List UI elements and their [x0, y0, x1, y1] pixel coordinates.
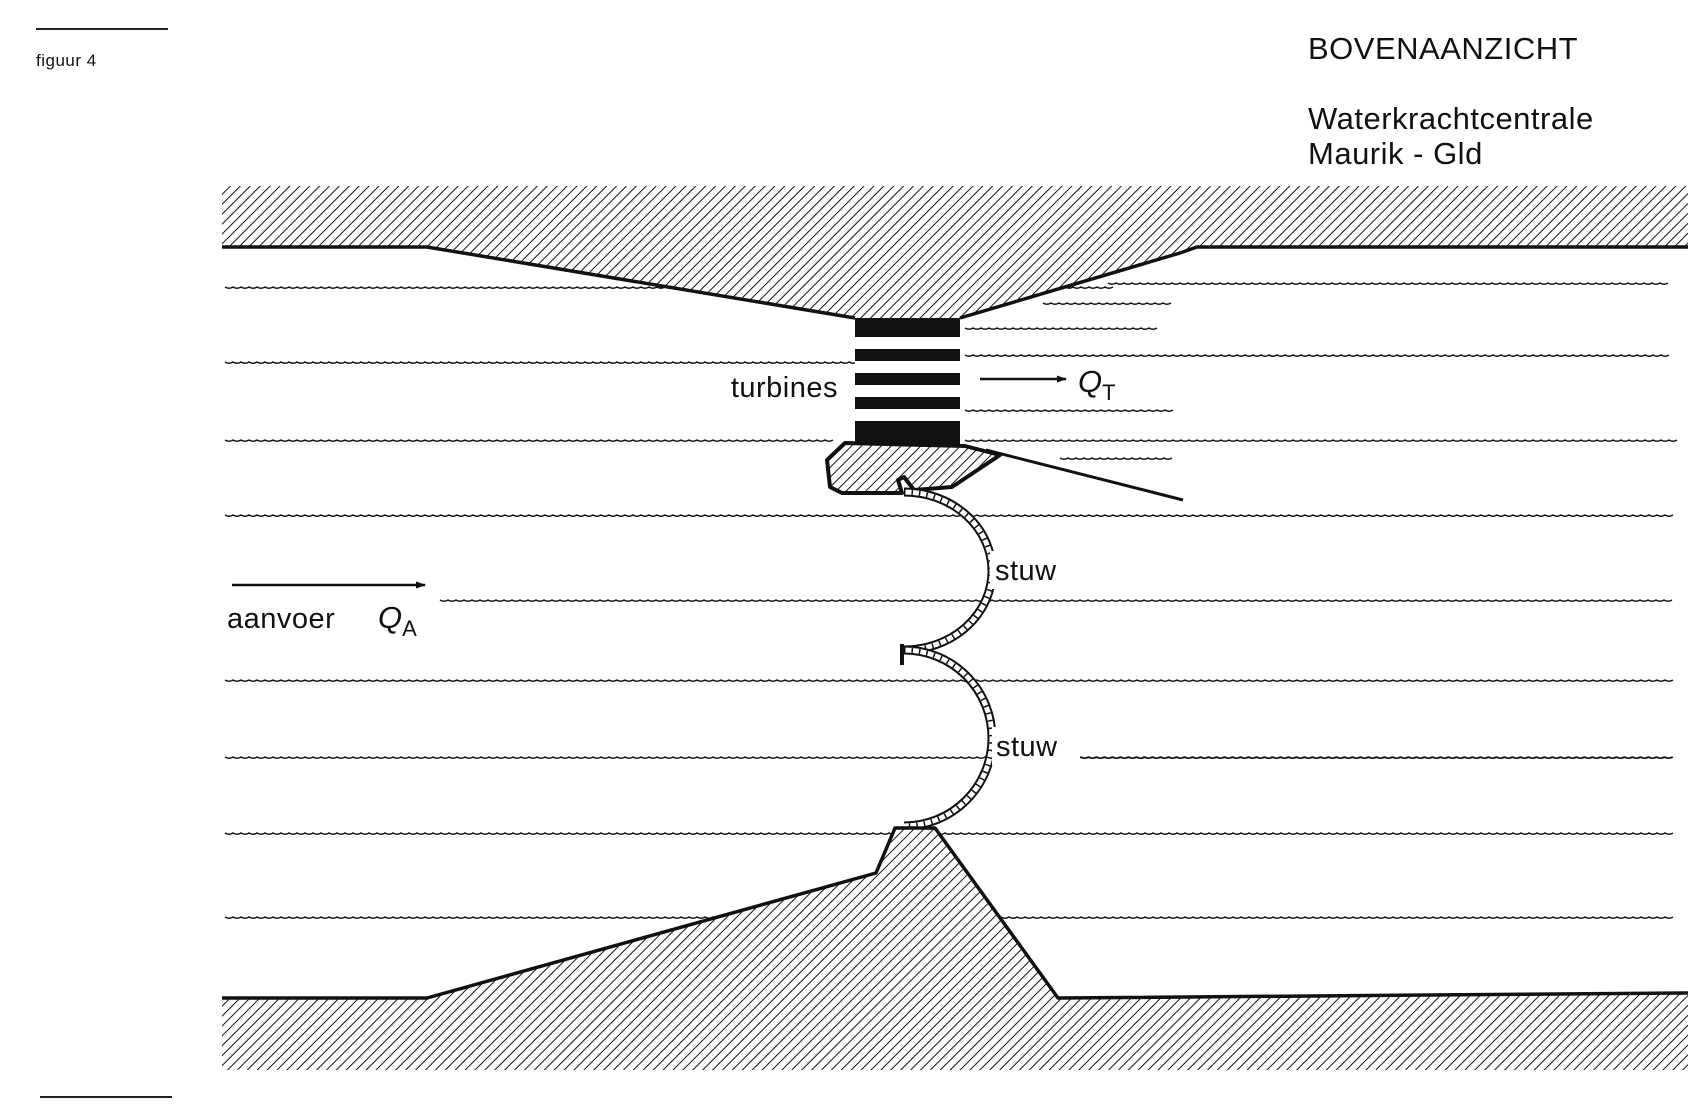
view-title: BOVENAANZICHT — [1308, 31, 1579, 66]
turbine-block — [855, 318, 960, 446]
inflow-symbol: Q — [378, 600, 402, 635]
upper-bank — [222, 186, 1688, 318]
plant-title-line2: Maurik - Gld — [1308, 136, 1483, 171]
water-line — [439, 599, 1673, 602]
plant-title-line1: Waterkrachtcentrale — [1308, 101, 1594, 136]
water-line — [1042, 302, 1172, 305]
inflow-label-text: aanvoer — [227, 603, 335, 635]
water-line — [1107, 282, 1669, 285]
turbines-label: turbines — [731, 372, 838, 404]
upper-bank-outline — [222, 245, 1688, 320]
water-surface-lines — [224, 282, 1678, 919]
weir-label-upper: stuw — [995, 555, 1057, 587]
water-line — [964, 439, 1678, 442]
bottom-margin-rule — [40, 1096, 172, 1098]
inflow-subscript: A — [402, 616, 417, 641]
water-line — [224, 439, 834, 442]
water-line — [1079, 756, 1673, 759]
water-line — [964, 409, 1174, 412]
guide-wall — [985, 448, 1184, 502]
water-line — [224, 514, 1674, 517]
outflow-label: QT — [1078, 364, 1116, 405]
outflow-symbol: Q — [1078, 364, 1102, 399]
lower-bank — [222, 828, 1688, 1070]
top-margin-rule — [36, 28, 168, 30]
water-line — [964, 354, 1670, 357]
water-line — [1059, 457, 1173, 460]
weir-label-lower: stuw — [996, 731, 1058, 763]
water-line — [224, 832, 1674, 835]
water-line — [224, 679, 1674, 682]
lower-bank-outline — [222, 826, 1689, 1000]
power-house-pier — [825, 441, 1002, 495]
inflow-label: QA — [378, 600, 417, 641]
water-line — [224, 361, 858, 364]
weir-gates — [900, 487, 997, 831]
figure-label: figuur 4 — [36, 51, 97, 70]
outflow-subscript: T — [1102, 380, 1115, 405]
water-line — [964, 327, 1158, 330]
